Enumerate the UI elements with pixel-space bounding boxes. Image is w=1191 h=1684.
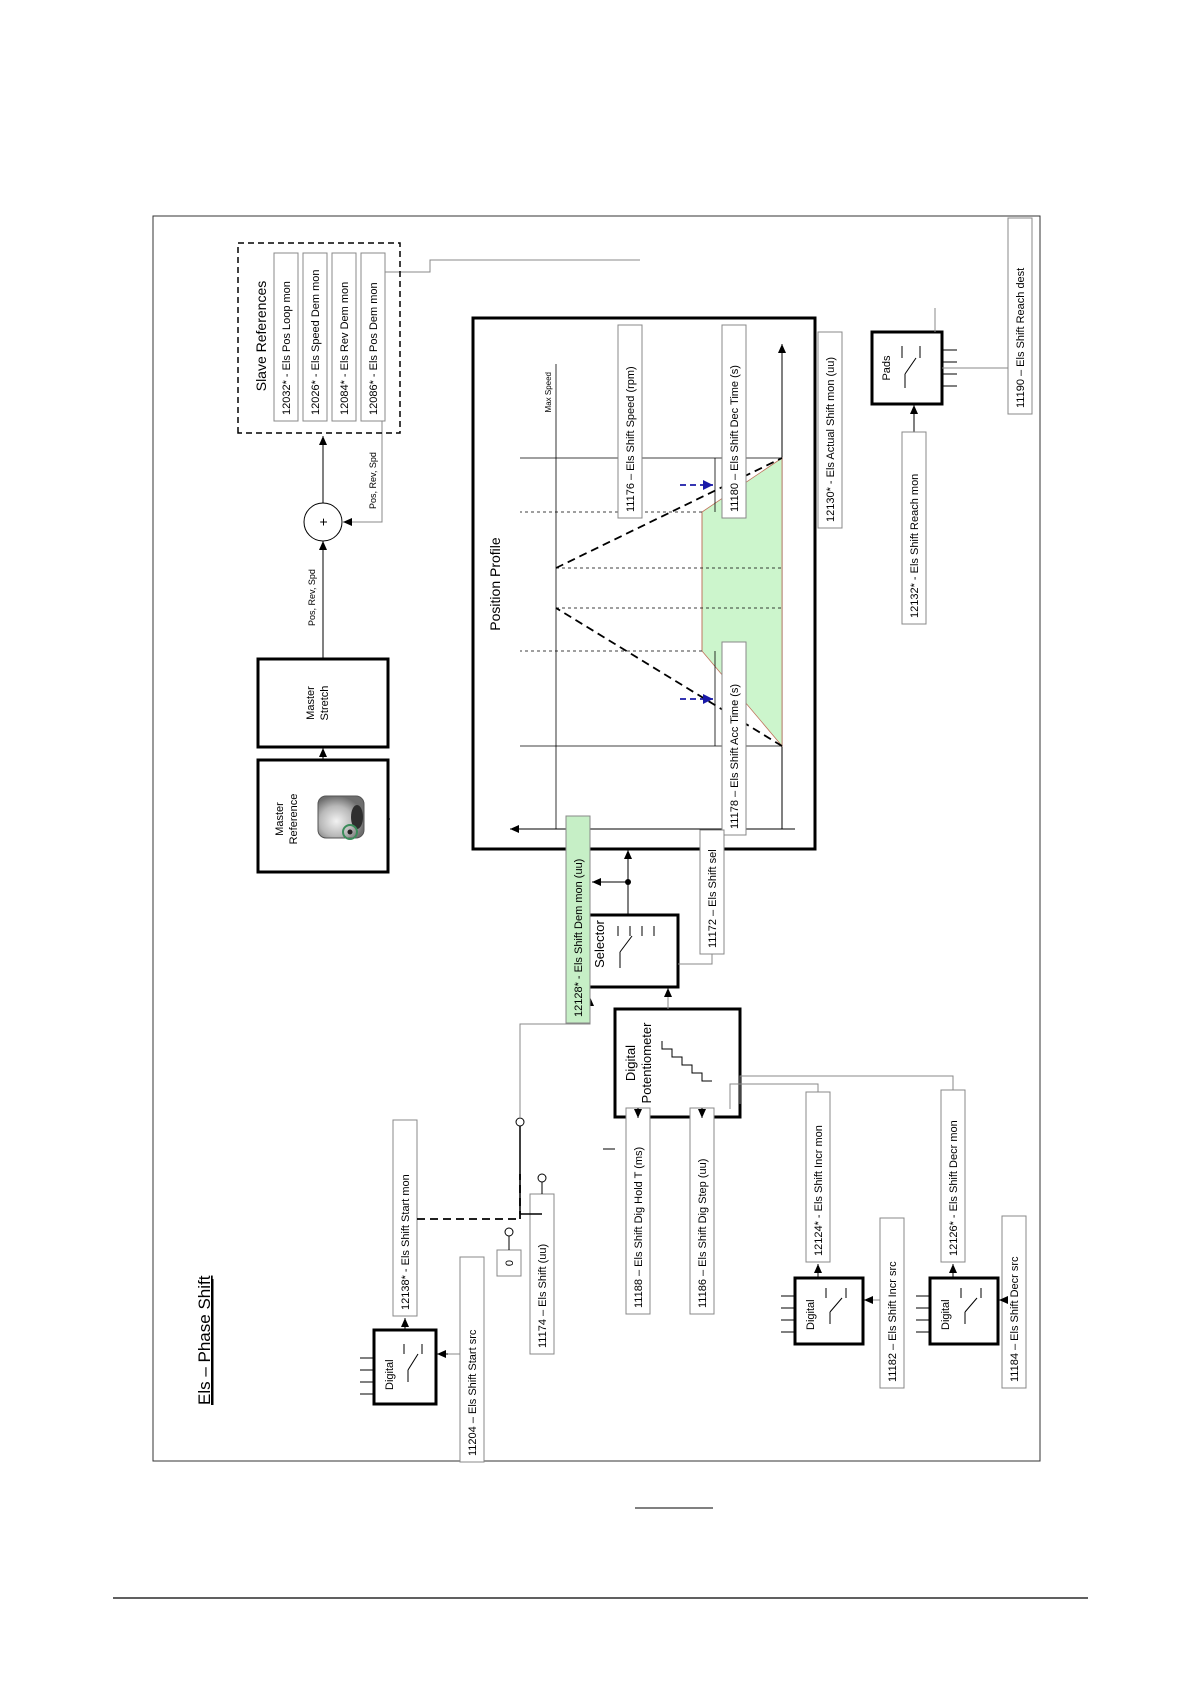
dec-time-param: 11180 – Els Shift Dec Time (s) [729,365,741,512]
switch-icon [960,1288,982,1324]
position-profile-block: Position Profile Max Speed [471,316,817,851]
position-profile-title: Position Profile [487,537,503,631]
dig-hold-param: 11188 – Els Shift Dig Hold T (ms) [633,1147,645,1308]
slave-references-title: Slave References [253,281,269,392]
staircase-icon [661,1041,712,1082]
start-src: 11204 – Els Shift Start src [467,1329,479,1456]
decr-mon: 12126* - Els Shift Decr mon [948,1120,960,1256]
svg-text:Selector: Selector [592,919,607,967]
plus-icon: + [315,518,331,526]
digital-decr-block: Digital [916,1276,1000,1346]
digital-incr-block: Digital [781,1276,865,1346]
actual-shift-mon: 12130* - Els Actual Shift mon (uu) [825,357,837,522]
motor-encoder-icon [317,795,365,840]
signal-label-1: Pos, Rev, Spd [307,569,317,626]
switch-icon [901,346,921,388]
slave-ref-item: 12032* - Els Pos Loop mon [281,281,293,415]
acc-time-param: 11178 – Els Shift Acc Time (s) [729,684,741,829]
slave-ref-item: 12026* - Els Speed Dem mon [310,269,322,415]
master-stretch-block: Master Stretch [256,657,390,749]
dig-step-param: 11186 – Els Shift Dig Step (uu) [697,1159,709,1308]
selector-block: Selector [578,913,680,989]
constant-zero: 0 [504,1260,516,1266]
svg-text:Master: Master [274,802,286,836]
shift-param: 11174 – Els Shift (uu) [537,1244,549,1348]
slave-ref-item: 12086* - Els Pos Dem mon [368,282,380,415]
shift-dem-mon-box [565,815,591,1024]
svg-text:Digital: Digital [623,1045,638,1081]
master-reference-block: Master Reference [256,758,390,874]
slave-ref-item: 12084* - Els Rev Dem mon [339,282,351,415]
svg-text:Digital: Digital [805,1299,817,1330]
incr-src: 11182 – Els Shift Incr src [887,1261,899,1382]
svg-text:Pads: Pads [881,355,893,381]
slave-references-box: Slave References 12032* - Els Pos Loop m… [237,242,401,434]
start-mon: 12138* - Els Shift Start mon [400,1174,412,1310]
shift-sel-param: 11172 – Els Shift sel [707,849,719,948]
switch-icon [825,1288,847,1324]
svg-text:Master: Master [305,686,317,720]
signal-label-2: Pos, Rev, Spd [368,452,378,509]
diagram-title: Els – Phase Shift [195,1275,214,1405]
reach-dest: 11190 – Els Shift Reach dest [1015,268,1027,408]
selector-switch-icon [617,926,655,968]
svg-text:Potentiometer: Potentiometer [639,1022,654,1104]
reach-mon: 12132* - Els Shift Reach mon [909,474,921,618]
digital-potentiometer-block: Digital Potentiometer [613,1007,742,1119]
switch-icon [403,1344,423,1382]
summing-junction: + [303,502,343,542]
max-speed-label: Max Speed [544,372,553,412]
svg-text:Digital: Digital [384,1359,396,1390]
incr-mon: 12124* - Els Shift Incr mon [813,1125,825,1256]
decr-src: 11184 – Els Shift Decr src [1009,1256,1021,1382]
shift-dem-mon: 12128* - Els Shift Dem mon (uu) [573,859,585,1017]
svg-text:Digital: Digital [940,1299,952,1330]
digital-start-block: Digital [360,1328,438,1406]
svg-text:Reference: Reference [288,794,300,845]
diagram-frame [152,215,1041,1462]
svg-text:Stretch: Stretch [319,686,331,721]
speed-param: 11176 – Els Shift Speed (rpm) [625,366,637,512]
